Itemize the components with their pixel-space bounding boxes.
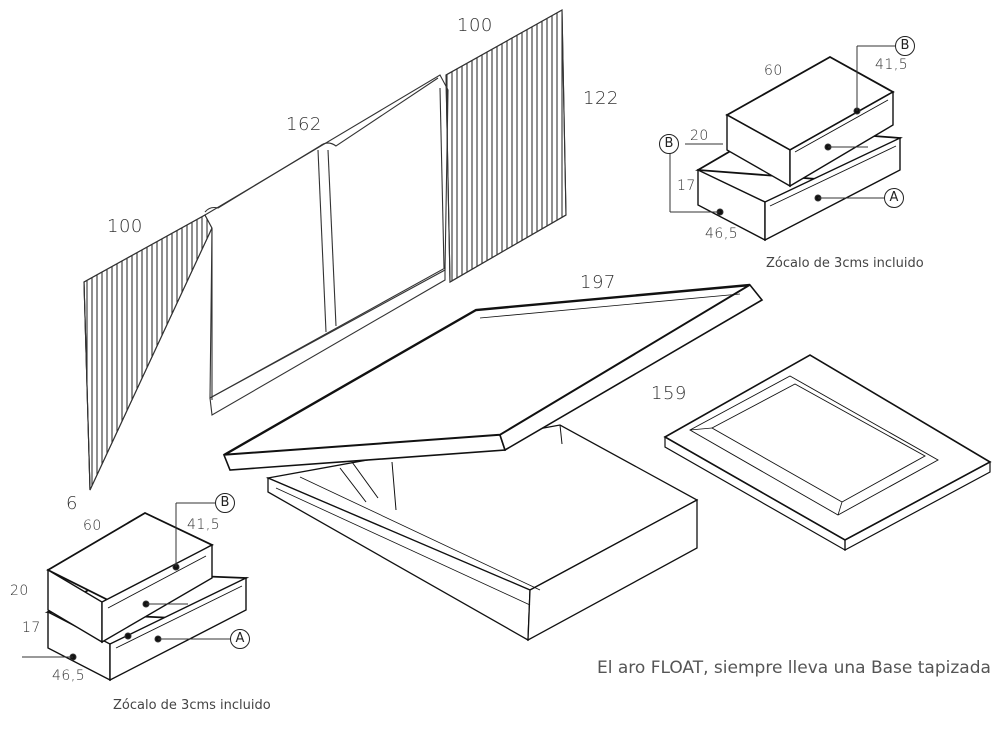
headboard-left-panel bbox=[83, 214, 213, 491]
nightstand-bottom-lower-height: 17 bbox=[22, 620, 41, 636]
float-ring-drawing bbox=[663, 354, 992, 552]
bed-base-drawing bbox=[222, 283, 764, 642]
nightstand-bottom-callout-b: B bbox=[215, 493, 235, 513]
nightstand-top-callout-a: A bbox=[884, 188, 904, 208]
nightstand-top-lower-height: 17 bbox=[677, 178, 696, 194]
headboard-drawing bbox=[83, 9, 567, 491]
headboard-height: 122 bbox=[583, 88, 619, 109]
nightstand-top-note: Zócalo de 3cms incluido bbox=[766, 256, 924, 271]
nightstand-top-drawing bbox=[695, 55, 903, 242]
nightstand-bottom-width: 46,5 bbox=[52, 668, 86, 684]
bed-length: 197 bbox=[580, 272, 616, 293]
nightstand-bottom-leaders bbox=[22, 502, 230, 661]
nightstand-bottom-drawer-height: 41,5 bbox=[187, 517, 221, 533]
nightstand-bottom-callout-a: A bbox=[230, 629, 250, 649]
nightstand-bottom-upper-height: 20 bbox=[10, 583, 29, 599]
headboard-right-width: 100 bbox=[457, 15, 493, 36]
nightstand-bottom-drawing bbox=[44, 511, 250, 682]
float-ring-note: El aro FLOAT, siempre lleva una Base tap… bbox=[597, 658, 991, 678]
headboard-center-width: 162 bbox=[286, 114, 322, 135]
nightstand-top-drawer-height: 41,5 bbox=[875, 57, 909, 73]
nightstand-bottom-depth: 60 bbox=[83, 518, 102, 534]
headboard-right-panel bbox=[445, 9, 567, 283]
nightstand-top-leaders bbox=[669, 45, 895, 216]
nightstand-bottom-note: Zócalo de 3cms incluido bbox=[113, 698, 271, 713]
nightstand-top-callout-b-side: B bbox=[659, 134, 679, 154]
bed-width: 159 bbox=[651, 383, 687, 404]
headboard-base-height: 6 bbox=[66, 493, 78, 514]
headboard-left-width: 100 bbox=[107, 216, 143, 237]
nightstand-top-width: 46,5 bbox=[705, 226, 739, 242]
nightstand-top-depth: 60 bbox=[764, 63, 783, 79]
nightstand-top-callout-b: B bbox=[895, 36, 915, 56]
nightstand-top-upper-height: 20 bbox=[690, 128, 709, 144]
